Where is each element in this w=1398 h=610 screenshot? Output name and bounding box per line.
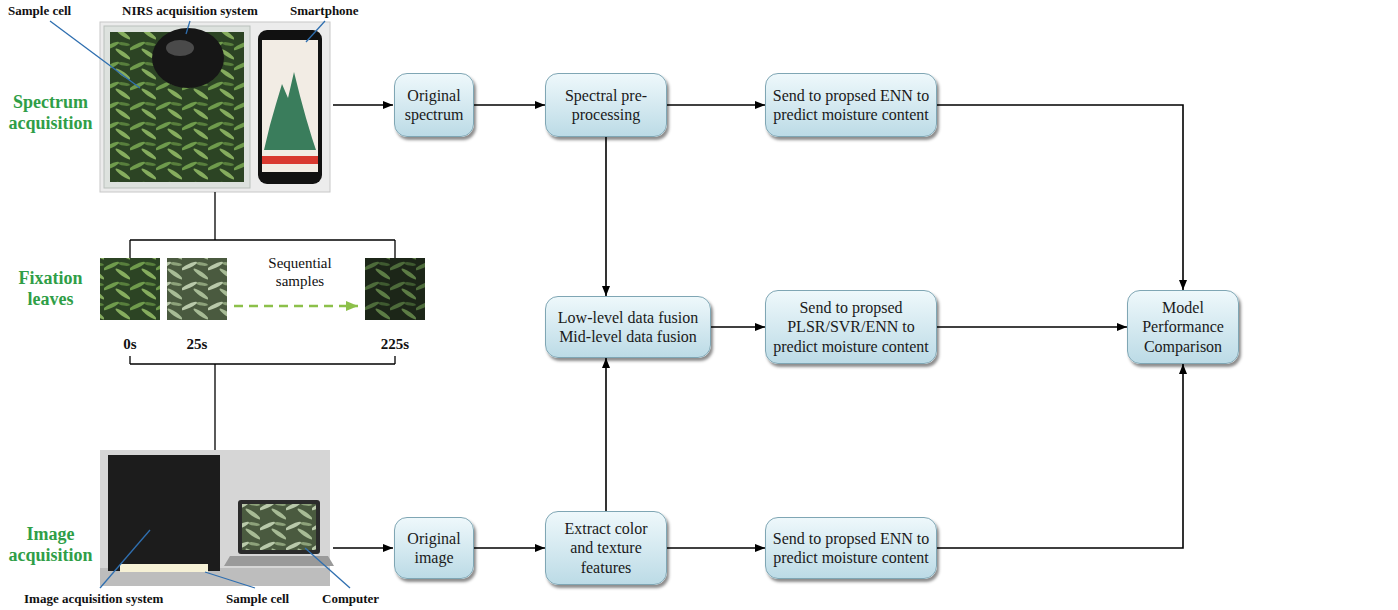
flow-arrow bbox=[667, 547, 765, 549]
box-text: Send to propsed ENN to predict moisture … bbox=[772, 529, 930, 567]
box-text: Extract color and texture features bbox=[552, 519, 660, 577]
illustration-part bbox=[262, 40, 318, 172]
illustration-part bbox=[333, 547, 393, 549]
illustration-part bbox=[166, 40, 194, 56]
part-label: Sample cell bbox=[8, 3, 71, 18]
image-photo bbox=[100, 450, 334, 586]
flow-arrow bbox=[937, 326, 1127, 328]
illustration-part bbox=[242, 504, 316, 550]
section-label: Image acquisition bbox=[3, 524, 98, 566]
flow-arrow bbox=[605, 137, 607, 296]
box-text: Original image bbox=[401, 529, 467, 567]
part-label: Smartphone bbox=[290, 3, 359, 18]
process-box: Send to propsed PLSR/SVR/ENN to predict … bbox=[765, 290, 937, 364]
box-text: Original spectrum bbox=[401, 86, 467, 124]
illustration-part bbox=[110, 32, 244, 182]
part-label: Computer bbox=[322, 591, 379, 606]
box-text: Spectral pre-processing bbox=[552, 86, 660, 124]
section-label: Fixation leaves bbox=[3, 268, 98, 310]
illustration-part bbox=[186, 21, 190, 34]
illustration-part bbox=[306, 21, 325, 42]
flow-arrow bbox=[937, 105, 1183, 290]
illustration-part bbox=[50, 21, 140, 88]
illustration-part bbox=[120, 564, 208, 572]
process-box: Original image bbox=[394, 517, 474, 579]
illustration-part bbox=[167, 258, 227, 320]
sequence-arrow bbox=[234, 305, 358, 308]
box-text: Send to propsed ENN to predict moisture … bbox=[772, 86, 930, 124]
leader-lines bbox=[100, 530, 350, 588]
illustration-part bbox=[394, 356, 395, 364]
illustration-part bbox=[305, 548, 350, 588]
leaf-thumbnails bbox=[100, 258, 425, 320]
time-label: 0s bbox=[123, 336, 136, 353]
process-box: Spectral pre-processing bbox=[545, 73, 667, 137]
illustration-part bbox=[130, 363, 395, 364]
illustration-part bbox=[394, 240, 395, 258]
process-box: Low-level data fusion Mid-level data fus… bbox=[545, 296, 711, 358]
flow-arrow bbox=[711, 326, 765, 328]
illustration-part bbox=[258, 30, 322, 184]
illustration-part bbox=[100, 258, 160, 320]
part-label: Sample cell bbox=[226, 591, 289, 606]
illustration-part bbox=[108, 455, 220, 571]
flow-arrow bbox=[667, 104, 765, 106]
illustration-part bbox=[365, 258, 425, 320]
part-label: NIRS acquisition system bbox=[122, 3, 258, 18]
part-label: Sequential samples bbox=[250, 254, 350, 290]
process-box: Extract color and texture features bbox=[545, 511, 667, 585]
illustration-part bbox=[205, 572, 255, 588]
illustration-part bbox=[104, 26, 250, 188]
flow-arrow bbox=[937, 364, 1183, 548]
illustration-part bbox=[262, 156, 318, 164]
process-box: Model Performance Comparison bbox=[1127, 290, 1239, 364]
input-arrows bbox=[333, 105, 393, 548]
illustration-part bbox=[238, 500, 320, 554]
illustration-part bbox=[129, 240, 130, 258]
illustration-part bbox=[100, 530, 150, 588]
time-label: 25s bbox=[187, 336, 208, 353]
process-box: Original spectrum bbox=[394, 73, 474, 137]
illustration-part bbox=[130, 239, 395, 240]
leader-lines bbox=[50, 21, 325, 88]
bracket-lines bbox=[130, 192, 395, 450]
flow-arrow bbox=[605, 358, 607, 511]
time-label: 225s bbox=[381, 336, 409, 353]
illustration-part bbox=[333, 104, 393, 106]
spectrum-photo bbox=[100, 22, 330, 192]
box-text: Send to propsed PLSR/SVR/ENN to predict … bbox=[772, 298, 930, 356]
flow-arrow bbox=[474, 547, 545, 549]
box-text: Model Performance Comparison bbox=[1134, 298, 1232, 356]
illustration-part bbox=[100, 22, 330, 192]
illustration-part bbox=[152, 28, 224, 88]
process-box: Send to propsed ENN to predict moisture … bbox=[765, 73, 937, 137]
flow-arrow bbox=[474, 104, 545, 106]
box-text: Low-level data fusion Mid-level data fus… bbox=[552, 308, 704, 346]
illustration-part bbox=[224, 556, 334, 566]
process-box: Send to propsed ENN to predict moisture … bbox=[765, 517, 937, 579]
illustration-part bbox=[214, 364, 215, 450]
illustration-part bbox=[129, 356, 130, 364]
illustration-part bbox=[264, 72, 316, 150]
illustration-part bbox=[214, 192, 215, 240]
section-label: Spectrum acquisition bbox=[3, 92, 98, 134]
part-label: Image acquisition system bbox=[24, 591, 163, 606]
